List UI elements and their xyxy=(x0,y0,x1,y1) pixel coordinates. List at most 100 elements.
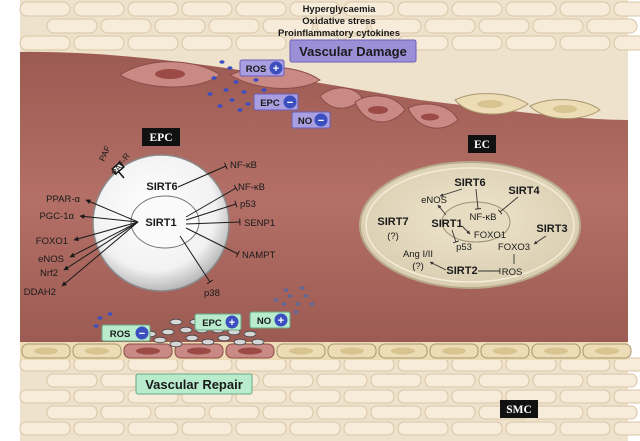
vascular-damage-box: Vascular Damage xyxy=(289,39,417,63)
vascular-repair-title: Vascular Repair xyxy=(145,377,243,392)
epc-target-p53: p53 xyxy=(240,199,256,210)
smooth-muscle-cell xyxy=(73,1,125,17)
smooth-muscle-cell xyxy=(154,405,206,420)
smooth-muscle-cell xyxy=(586,18,638,34)
ec-foxo3: FOXO3 xyxy=(498,242,530,253)
no-particle xyxy=(295,302,301,306)
ros-particle xyxy=(227,66,233,70)
no-particle xyxy=(273,298,279,302)
repair-no-label: NO xyxy=(257,316,271,327)
smooth-muscle-cell xyxy=(19,421,71,436)
smooth-muscle-cell xyxy=(505,421,557,436)
smooth-muscle-cell xyxy=(181,35,233,51)
ec-sirt2: SIRT2 xyxy=(446,265,477,277)
smooth-muscle-cell xyxy=(451,389,503,404)
cell-nucleus xyxy=(187,347,211,355)
epc-cell-small xyxy=(243,330,257,338)
ros-particle xyxy=(107,312,113,316)
smooth-muscle-cell xyxy=(532,405,584,420)
damage-no-label: NO xyxy=(298,116,312,127)
stressor-2: Oxidative stress xyxy=(302,16,375,27)
repair-ros-sign: − xyxy=(139,328,145,340)
smooth-muscle-cell xyxy=(289,389,341,404)
smooth-muscle-cell xyxy=(505,1,557,17)
epc-sirt6: SIRT6 xyxy=(146,181,177,193)
minus-icon xyxy=(314,113,328,127)
cell-nucleus xyxy=(289,347,313,355)
smooth-muscle-cell xyxy=(559,421,611,436)
damage-ros-label: ROS xyxy=(246,64,267,75)
epc-title: EPC xyxy=(150,132,173,144)
epc-cell-small xyxy=(251,338,265,346)
smooth-muscle-cell xyxy=(235,35,287,51)
particles-damage xyxy=(207,60,267,112)
smooth-muscle-cell xyxy=(532,18,584,34)
ros-particle xyxy=(97,316,103,320)
smooth-muscle-cell xyxy=(559,35,611,51)
no-particle xyxy=(287,294,293,298)
epc-target-pgc1a: PGC-1α xyxy=(39,211,74,222)
ec-cell xyxy=(359,161,581,289)
smooth-muscle-cell xyxy=(46,405,98,420)
cell-nucleus xyxy=(391,347,415,355)
smooth-muscle-cell xyxy=(451,421,503,436)
epc-cell-small xyxy=(161,328,175,336)
damage-ros-badge: ROS + xyxy=(239,59,285,77)
epc-right-inhibitions xyxy=(177,162,241,285)
smooth-muscle-cell xyxy=(370,405,422,420)
smooth-muscle-cell xyxy=(613,35,640,51)
damage-ros-sign: + xyxy=(273,63,279,75)
epc-cell-small xyxy=(201,338,215,346)
smooth-muscle-cell xyxy=(586,405,638,420)
smooth-muscle-cell xyxy=(262,18,314,34)
smooth-muscle-cell xyxy=(181,421,233,436)
ros-particle xyxy=(219,60,225,64)
endothelial-cell-row xyxy=(21,343,632,359)
smooth-muscle-cell xyxy=(613,357,640,372)
epc-cell-small xyxy=(169,318,183,326)
smooth-muscle-cell xyxy=(343,389,395,404)
smooth-muscle-cell xyxy=(316,373,368,388)
smooth-muscle-cell xyxy=(289,421,341,436)
epc-sirt1: SIRT1 xyxy=(145,217,176,229)
stressor-1: Hyperglycaemia xyxy=(303,4,377,15)
epc-target-ppar: PPAR-α xyxy=(46,194,80,205)
cell-nucleus xyxy=(442,347,466,355)
smooth-muscle-cell xyxy=(181,1,233,17)
ec-sirt6: SIRT6 xyxy=(454,177,485,189)
smooth-muscle-cell xyxy=(613,421,640,436)
smooth-muscle-cell xyxy=(73,35,125,51)
ec-ang: Ang I/II xyxy=(403,249,433,260)
smooth-muscle-cell xyxy=(100,18,152,34)
smooth-muscle-cell xyxy=(370,373,422,388)
smooth-muscle-cell xyxy=(424,405,476,420)
epc-target-senp1: SENP1 xyxy=(244,218,275,229)
cell-nucleus xyxy=(595,347,619,355)
no-particle xyxy=(303,294,309,298)
epc-cell-small xyxy=(153,336,167,344)
smooth-muscle-cell xyxy=(208,405,260,420)
smooth-muscle-cell xyxy=(586,373,638,388)
plus-icon xyxy=(269,61,283,75)
smooth-muscle-cell xyxy=(424,373,476,388)
smooth-muscle-cell xyxy=(559,1,611,17)
ros-particle xyxy=(245,102,251,106)
damage-no-sign: − xyxy=(318,115,324,127)
smooth-muscle-cell xyxy=(613,1,640,17)
no-particle xyxy=(283,288,289,292)
ec-sirt1: SIRT1 xyxy=(431,218,462,230)
smooth-muscle-cell xyxy=(613,389,640,404)
damage-epc-label: EPC xyxy=(260,98,280,109)
smooth-muscle-cell xyxy=(127,1,179,17)
smooth-muscle-cell xyxy=(19,389,71,404)
endothelium-top xyxy=(119,61,601,129)
epc-target-p38: p38 xyxy=(204,288,220,299)
smooth-muscle-cell xyxy=(127,421,179,436)
epc-cell-small xyxy=(217,334,231,342)
plus-icon xyxy=(274,313,288,327)
cell-nucleus xyxy=(136,347,160,355)
ros-particle xyxy=(253,78,259,82)
smooth-muscle-cell xyxy=(235,1,287,17)
cell-nucleus xyxy=(238,347,262,355)
